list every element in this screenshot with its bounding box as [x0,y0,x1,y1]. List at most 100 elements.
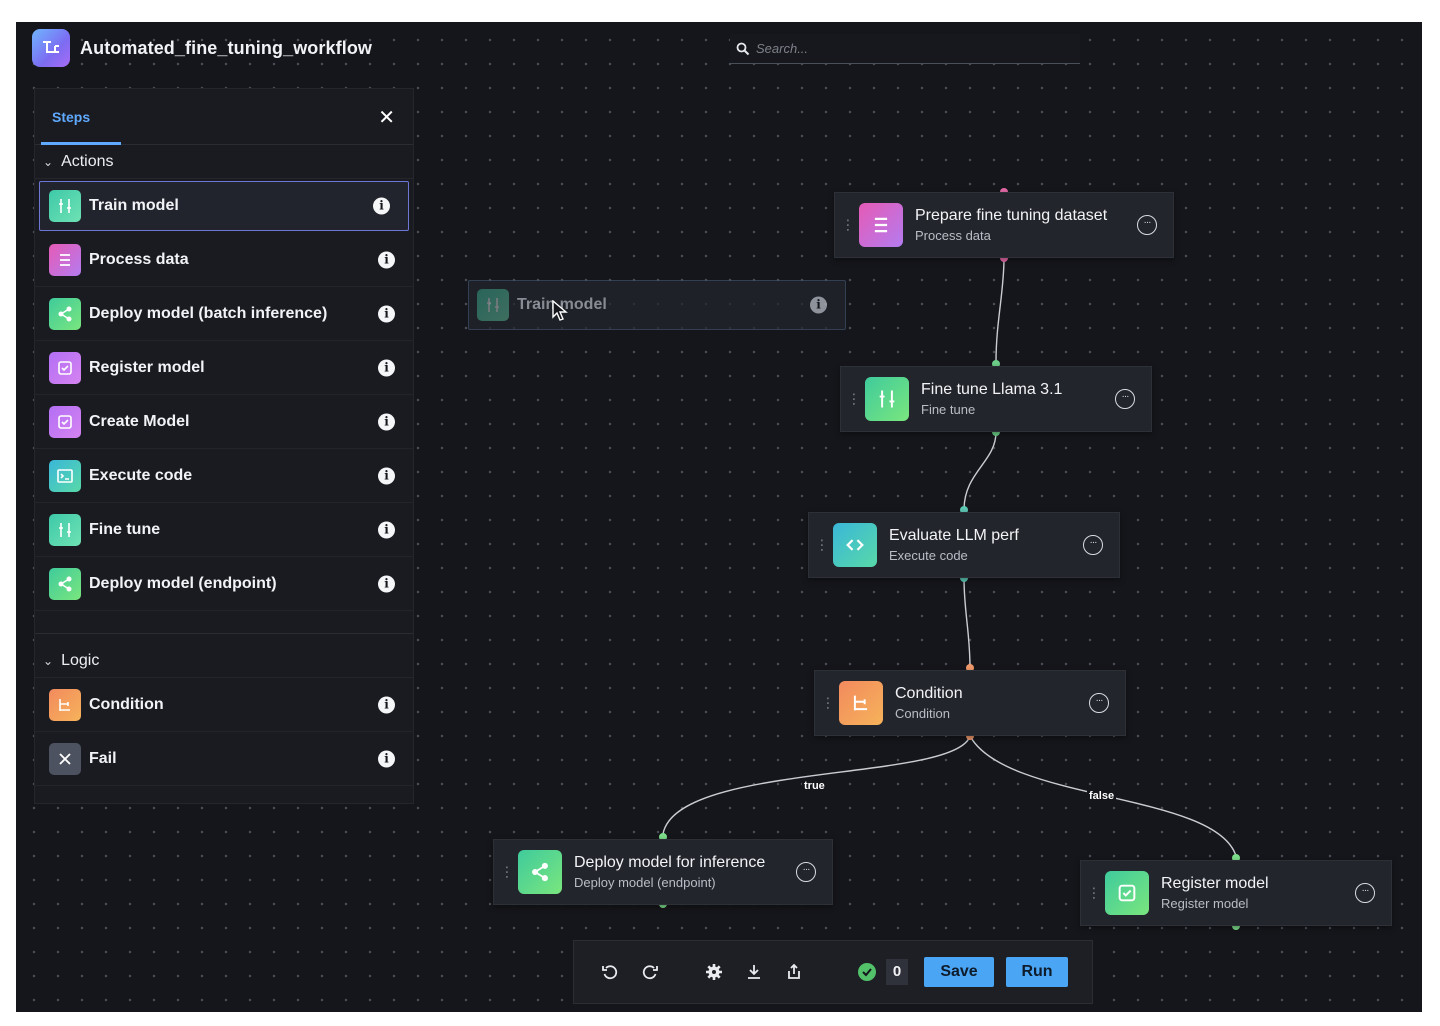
info-icon[interactable]: i [378,696,395,713]
close-panel-button[interactable]: ✕ [378,107,395,129]
register-icon [1105,871,1149,915]
drag-handle-icon[interactable]: ⋮ [1087,884,1101,901]
step-fail[interactable]: Fail i [35,732,413,786]
train-icon [49,513,81,546]
step-label: Register model [89,358,205,376]
drag-ghost-node[interactable]: Train model i [468,280,846,330]
workflow-icon [32,29,70,67]
step-create-model[interactable]: Create Model i [35,395,413,449]
node-subtitle: Condition [895,706,950,721]
info-icon[interactable]: i [378,521,395,538]
edge-evaluate-condition [963,577,971,669]
node-deploy-inference[interactable]: ⋮ Deploy model for inference Deploy mode… [493,839,833,905]
chevron-down-icon: ⌄ [43,154,54,169]
workflow-editor: Automated_fine_tuning_workflow Steps ✕ ⌄… [16,22,1422,1012]
step-execute-code[interactable]: Execute code i [35,449,413,503]
search-input[interactable] [756,41,1056,56]
node-prepare-dataset[interactable]: ⋮ Prepare fine tuning dataset Process da… [834,192,1174,258]
drag-handle-icon[interactable]: ⋮ [500,863,514,880]
register-icon [49,405,81,438]
issue-count-badge[interactable]: 0 [886,959,908,985]
more-options-icon[interactable]: ··· [1083,535,1103,555]
mouse-cursor-icon [552,300,568,321]
validation-check-icon [858,963,876,981]
node-title: Register model [1161,875,1269,892]
info-icon[interactable]: i [378,251,395,268]
step-label: Fail [89,749,117,767]
node-condition[interactable]: ⋮ Condition Condition ··· [814,670,1126,736]
step-label: Condition [89,695,164,713]
app-title: Automated_fine_tuning_workflow [80,37,373,58]
app-header: Automated_fine_tuning_workflow [32,29,373,67]
more-options-icon[interactable]: ··· [1137,215,1157,235]
section-logic[interactable]: ⌄ Logic [35,644,413,678]
step-train-model[interactable]: Train model i [39,181,409,231]
code-icon [833,523,877,567]
node-evaluate[interactable]: ⋮ Evaluate LLM perf Execute code ··· [808,512,1120,578]
drag-handle-icon[interactable]: ⋮ [821,694,835,711]
edge-finetune-evaluate [963,431,997,511]
node-title: Prepare fine tuning dataset [915,207,1108,224]
step-label: Deploy model (batch inference) [89,304,328,322]
tab-steps[interactable]: Steps [52,109,91,125]
more-options-icon[interactable]: ··· [796,862,816,882]
step-deploy-endpoint[interactable]: Deploy model (endpoint) i [35,557,413,611]
save-button[interactable]: Save [924,957,994,987]
step-deploy-batch[interactable]: Deploy model (batch inference) i [35,287,413,341]
step-process-data[interactable]: Process data i [35,233,413,287]
node-title: Deploy model for inference [574,854,766,871]
info-icon[interactable]: i [378,467,395,484]
node-title: Condition [895,685,963,702]
settings-icon[interactable] [700,958,728,986]
train-icon [865,377,909,421]
step-fine-tune[interactable]: Fine tune i [35,503,413,557]
edge-prepare-finetune [995,257,1005,363]
more-options-icon[interactable]: ··· [1089,693,1109,713]
info-icon[interactable]: i [810,296,827,314]
search-icon [736,42,750,55]
step-register-model[interactable]: Register model i [35,341,413,395]
info-icon[interactable]: i [378,575,395,592]
info-icon[interactable]: i [373,197,390,215]
node-subtitle: Execute code [889,548,968,563]
deploy-icon [49,567,81,600]
step-label: Deploy model (endpoint) [89,574,277,592]
train-icon [49,190,81,222]
section-title: Logic [61,651,100,669]
info-icon[interactable]: i [378,359,395,376]
edge-label-true: true [802,780,827,792]
drag-handle-icon[interactable]: ⋮ [847,390,861,407]
drag-handle-icon[interactable]: ⋮ [815,536,829,553]
bottom-toolbar: 0 Save Run [573,940,1093,1004]
database-icon [859,203,903,247]
condition-icon [839,681,883,725]
drag-handle-icon[interactable]: ⋮ [841,216,855,233]
more-options-icon[interactable]: ··· [1355,883,1375,903]
section-title: Actions [61,152,114,170]
info-icon[interactable]: i [378,413,395,430]
search-box[interactable] [730,34,1080,64]
export-icon[interactable] [780,958,808,986]
panel-tabs: Steps ✕ [35,89,413,145]
more-options-icon[interactable]: ··· [1115,389,1135,409]
tab-indicator [41,142,121,145]
redo-icon[interactable] [636,958,664,986]
run-button[interactable]: Run [1006,957,1068,987]
step-label: Execute code [89,466,193,484]
steps-panel: Steps ✕ ⌄ Actions Train model i Process … [34,88,414,804]
step-condition[interactable]: Condition i [35,678,413,732]
info-icon[interactable]: i [378,750,395,767]
download-icon[interactable] [740,958,768,986]
step-label: Process data [89,250,189,268]
node-fine-tune[interactable]: ⋮ Fine tune Llama 3.1 Fine tune ··· [840,366,1152,432]
step-label: Fine tune [89,520,161,538]
section-actions[interactable]: ⌄ Actions [35,145,413,179]
deploy-icon [518,850,562,894]
database-icon [49,243,81,276]
node-subtitle: Deploy model (endpoint) [574,875,716,890]
train-icon [477,289,509,321]
info-icon[interactable]: i [378,305,395,322]
undo-icon[interactable] [596,958,624,986]
node-subtitle: Fine tune [921,402,976,417]
node-register-model[interactable]: ⋮ Register model Register model ··· [1080,860,1392,926]
